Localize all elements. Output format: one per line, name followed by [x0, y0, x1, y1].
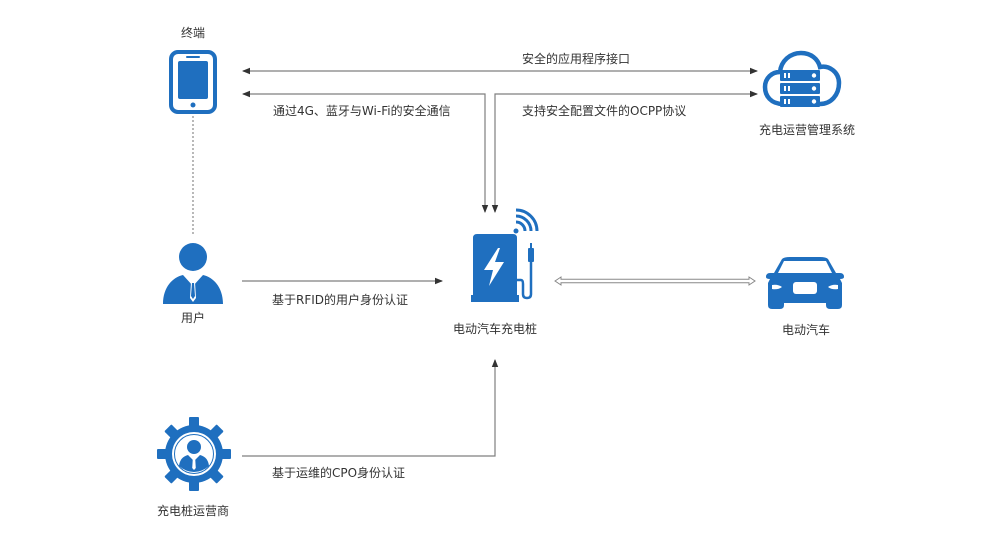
api-connection-label: 安全的应用程序接口: [522, 52, 631, 66]
operator-label: 充电桩运营商: [156, 504, 230, 518]
car-icon: [766, 257, 844, 309]
ev-charger-icon: [471, 208, 539, 302]
connector-charger-car: [554, 276, 756, 286]
rfid-connection-label: 基于RFID的用户身份认证: [272, 293, 409, 307]
user-label: 用户: [180, 311, 206, 325]
ocpp-connection-label: 支持安全配置文件的OCPP协议: [522, 104, 687, 118]
gear-user-icon: [157, 417, 231, 491]
cloud-server-icon: [762, 50, 842, 107]
connector-comm: [242, 90, 489, 213]
smartphone-icon: [169, 50, 217, 114]
connector-cpo: [242, 359, 499, 457]
user-icon: [163, 243, 223, 304]
car-label: 电动汽车: [781, 323, 831, 337]
cloud-system-label: 充电运营管理系统: [758, 123, 856, 137]
cpo-connection-label: 基于运维的CPO身份认证: [272, 466, 406, 480]
comm-connection-label: 通过4G、蓝牙与Wi-Fi的安全通信: [273, 104, 451, 118]
connector-ocpp: [491, 90, 758, 213]
terminal-label: 终端: [180, 26, 206, 40]
charger-label: 电动汽车充电桩: [452, 322, 538, 336]
